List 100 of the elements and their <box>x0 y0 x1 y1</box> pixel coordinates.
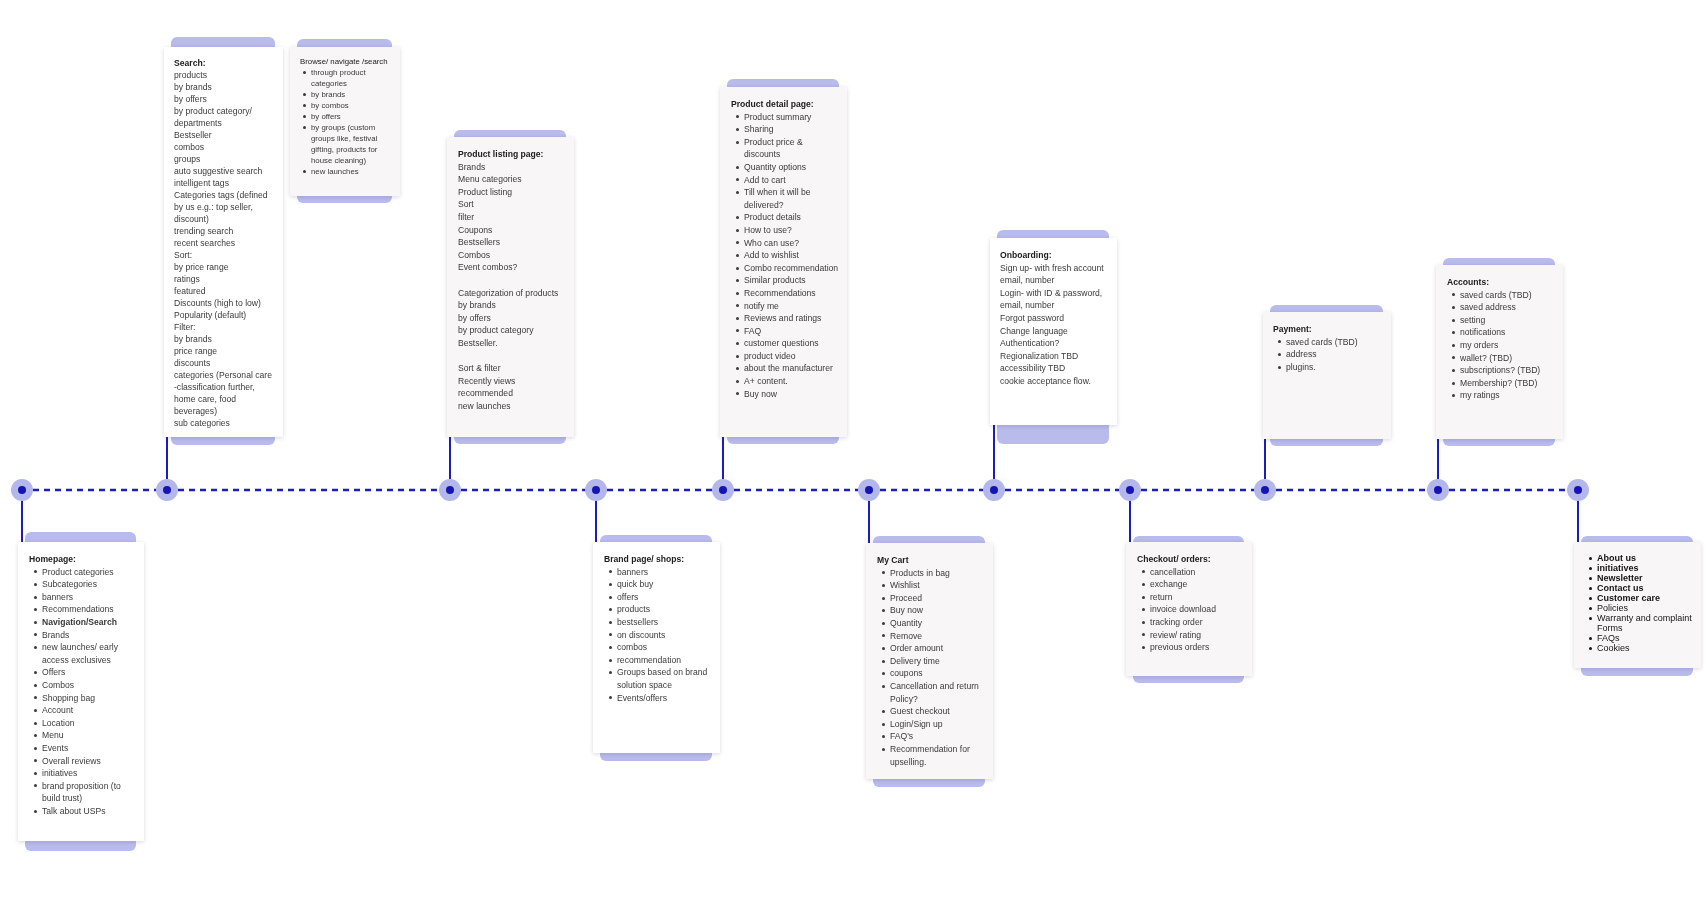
timeline-line <box>1449 488 1567 492</box>
timeline-dot <box>1427 479 1449 501</box>
list-item: Wishlist <box>877 579 987 592</box>
timeline-dot <box>585 479 607 501</box>
text-line: by offers <box>174 93 208 105</box>
list-item: saved cards (TBD) <box>1273 335 1385 349</box>
text-line: Authentication? <box>1000 337 1061 350</box>
text-line: by product category/ departments <box>174 105 253 129</box>
list-item: FAQ's <box>877 730 987 743</box>
note-card <box>866 543 993 779</box>
text-line: Sort & filter <box>458 362 502 375</box>
list-item: Recommendations <box>29 603 138 616</box>
list-item: Cancellation and return Policy? <box>877 679 987 706</box>
list-item: Reviews and ratings <box>731 312 841 325</box>
leader-line <box>21 500 23 543</box>
timeline-dot <box>156 479 178 501</box>
text-line: Product listing <box>458 185 513 199</box>
list-item: notifications <box>1447 326 1557 339</box>
text-line: Categorization of products <box>458 286 560 300</box>
text-line: by brands <box>174 81 213 93</box>
list-item: Talk about USPs <box>29 804 138 818</box>
list-item: About us <box>1588 553 1695 563</box>
list-item: saved cards (TBD) <box>1447 288 1557 302</box>
list-item: Login/Sign up <box>877 717 987 731</box>
timeline-dot <box>1119 479 1141 501</box>
list-item: setting <box>1447 313 1557 327</box>
text-line: new launches <box>458 399 512 413</box>
list-item: bestsellers <box>604 615 714 629</box>
list-item: return <box>1137 590 1246 604</box>
list-item: Combos <box>29 678 138 692</box>
timeline-line <box>1276 488 1427 492</box>
list-item: Similar products <box>731 274 841 287</box>
list-item: Location <box>29 716 138 730</box>
list-item: new launches/ early access exclusives <box>29 641 138 667</box>
list-item: Product summary <box>731 110 841 124</box>
list-item: initiatives <box>29 767 138 780</box>
card-heading: Accounts: <box>1447 276 1491 289</box>
leader-line <box>1129 500 1131 543</box>
list-item: Buy now <box>877 604 987 617</box>
leader-line <box>1264 438 1266 480</box>
list-item: Recommendations <box>731 286 841 300</box>
timeline-dot <box>439 479 461 501</box>
list-item: Warranty and complaint Forms <box>1588 613 1695 633</box>
text-line: by offers <box>458 311 492 325</box>
list-item: Customer care <box>1588 593 1695 603</box>
text-line: by price range <box>174 261 230 273</box>
list-item: combos <box>604 641 714 654</box>
text-line: Categories tags (defined by us e.g.: top seller, discount) <box>174 189 269 225</box>
leader-line <box>166 436 168 480</box>
note-card <box>1574 542 1701 668</box>
list-item: Offers <box>29 666 138 679</box>
list-item: my ratings <box>1447 389 1557 402</box>
list-item: Account <box>29 704 138 717</box>
list-item: Recommendation for upselling. <box>877 742 987 769</box>
text-line: Sort <box>458 198 475 211</box>
text-line: intelligent tags <box>174 177 230 189</box>
text-line: discounts <box>174 357 212 369</box>
text-line: Change language <box>1000 324 1069 338</box>
text-line: groups <box>174 153 202 165</box>
list-item: saved address <box>1447 301 1557 314</box>
list-item: address <box>1273 348 1385 361</box>
card-heading: Search: <box>174 57 207 69</box>
list-item: Guest checkout <box>877 705 987 718</box>
list-item: Groups based on brand solution space <box>604 666 714 692</box>
timeline-dot <box>858 479 880 501</box>
timeline-line <box>1141 488 1254 492</box>
list-item: subscriptions? (TBD) <box>1447 364 1557 377</box>
list-item: brand proposition (to build trust) <box>29 779 138 805</box>
text-line: combos <box>174 141 206 153</box>
list-item: Products in bag <box>877 566 987 580</box>
list-item: Add to cart <box>731 173 841 187</box>
list-item: wallet? (TBD) <box>1447 351 1557 365</box>
list-item: recommendation <box>604 653 714 667</box>
list-item: plugins. <box>1273 360 1385 374</box>
list-item: Cookies <box>1588 643 1695 653</box>
text-line: Regionalization TBD <box>1000 349 1080 363</box>
list-item: my orders <box>1447 338 1557 352</box>
leader-line <box>449 436 451 480</box>
text-line: Sign up- with fresh account email, number <box>1000 261 1105 287</box>
note-card <box>1263 312 1391 439</box>
list-item: customer questions <box>731 337 841 350</box>
leader-line <box>1437 438 1439 480</box>
list-item: Proceed <box>877 591 987 605</box>
text-line: Brands <box>458 160 487 174</box>
list-item: Newsletter <box>1588 573 1695 583</box>
card-heading: My Cart <box>877 554 910 567</box>
text-line: by brands <box>458 299 497 312</box>
card-heading: Onboarding: <box>1000 249 1053 262</box>
list-item: tracking order <box>1137 615 1246 629</box>
note-card <box>720 87 847 437</box>
note-card <box>18 542 144 841</box>
text-line: Bestseller. <box>458 336 499 350</box>
text-line: sub categories <box>174 417 231 429</box>
list-item: quick buy <box>604 578 714 591</box>
leader-line <box>868 500 870 544</box>
timeline-line <box>1005 488 1119 492</box>
text-line: Combos <box>458 248 491 262</box>
text-line: price range <box>174 345 218 357</box>
timeline-line <box>880 488 983 492</box>
list-item: Subcategories <box>29 578 138 591</box>
